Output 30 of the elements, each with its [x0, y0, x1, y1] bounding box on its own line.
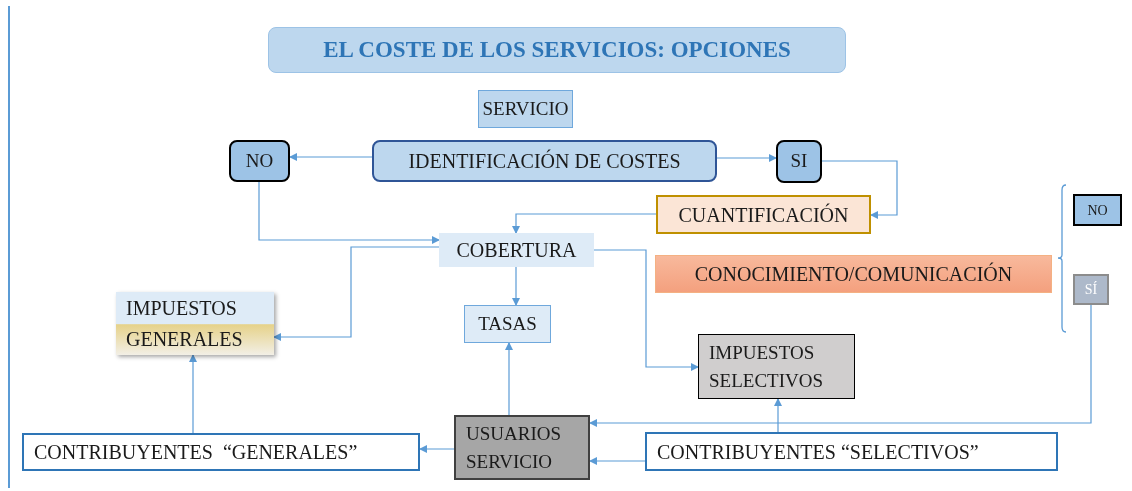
- process-box: SERVICIO: [478, 90, 573, 128]
- process-box: CUANTIFICACIÓN: [656, 195, 871, 234]
- arrow: [258, 181, 440, 244]
- option-box: NO: [1073, 194, 1122, 226]
- arrow: [774, 398, 782, 433]
- arrow: [505, 342, 513, 416]
- arrow: [273, 246, 440, 341]
- arrow: [716, 154, 777, 162]
- process-box: IDENTIFICACIÓN DE COSTES: [372, 140, 717, 182]
- actor-box: USUARIOS SERVICIO: [454, 415, 590, 480]
- option-box: SÍ: [1073, 274, 1109, 305]
- arrow: [512, 266, 520, 306]
- decision-box: SI: [776, 140, 822, 183]
- title-banner: EL COSTE DE LOS SERVICIOS: OPCIONES: [268, 27, 846, 73]
- arrow: [589, 304, 1092, 427]
- result-box: TASAS: [464, 305, 551, 343]
- actor-box: CONTRIBUYENTES “GENERALES”: [22, 433, 420, 471]
- arrow: [419, 445, 455, 453]
- result-box: IMPUESTOS SELECTIVOS: [698, 334, 855, 399]
- arrow: [821, 160, 898, 219]
- actor-box: CONTRIBUYENTES “SELECTIVOS”: [645, 432, 1058, 471]
- process-box: COBERTURA: [439, 233, 594, 267]
- arrow: [189, 354, 197, 434]
- arrow: [512, 213, 657, 234]
- result-box: IMPUESTOS GENERALES: [116, 292, 274, 355]
- arrow: [589, 457, 646, 465]
- arrow: [593, 249, 699, 371]
- process-box: CONOCIMIENTO/COMUNICACIÓN: [655, 255, 1052, 293]
- decision-box: NO: [229, 140, 290, 182]
- arrow: [289, 153, 373, 161]
